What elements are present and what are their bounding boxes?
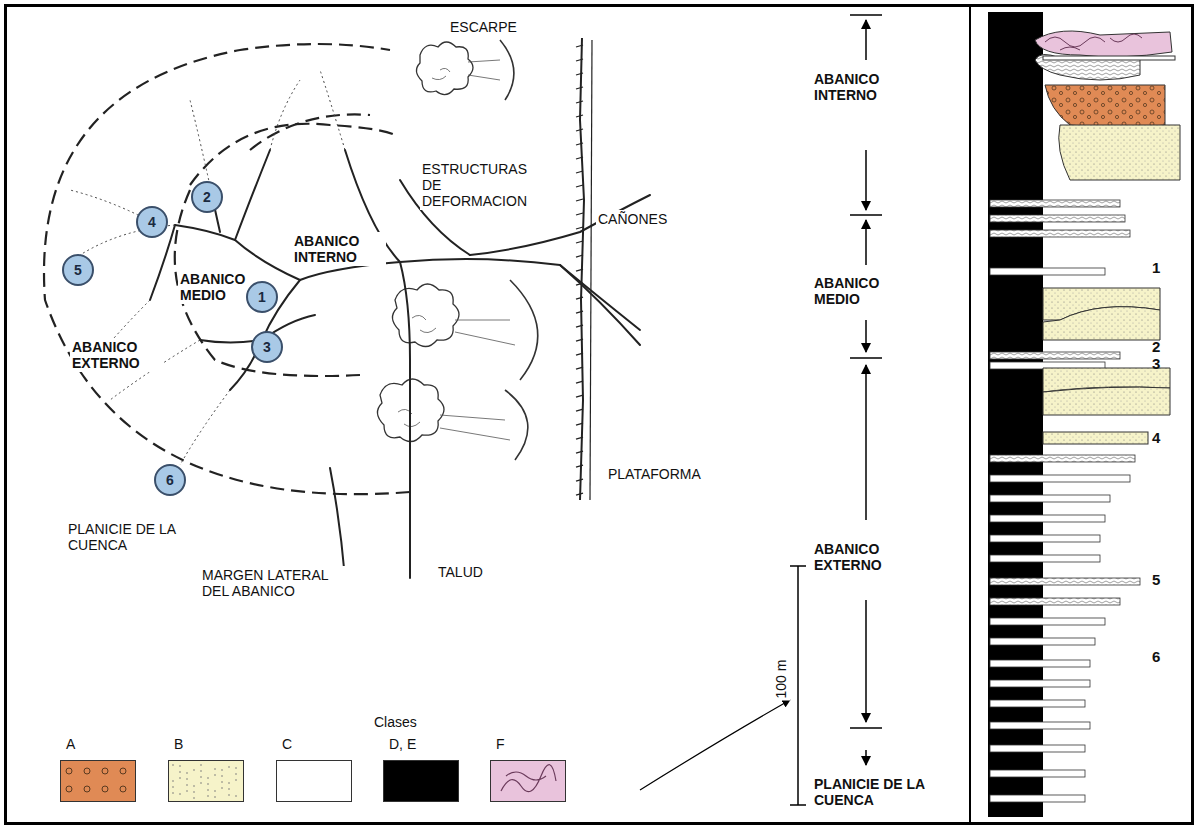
region-label: PLATAFORMA [606,465,703,483]
callout-number: 2 [203,189,211,205]
callout-number: 5 [1150,570,1162,589]
legend-swatch [168,760,244,802]
column-zone-label: ABANICO EXTERNO [812,540,906,574]
column-zone-label: PLANICIE DE LA CUENCA [812,775,936,809]
legend-swatch [490,760,566,802]
callout-number: 1 [1150,258,1162,277]
legend-label: A [64,735,77,753]
swatch-texture [61,761,135,801]
region-label: CAÑONES [596,210,669,228]
callout-number: 4 [1150,428,1162,447]
legend-title: Clases [372,713,419,731]
callout-circle: 4 [136,206,168,238]
legend-label: B [172,735,185,753]
callout-number: 6 [166,472,174,488]
legend-label: D, E [387,735,418,753]
legend-swatch [383,760,459,802]
column-zone-label: ABANICO MEDIO [812,274,906,308]
region-label: MARGEN LATERAL DEL ABANICO [200,566,354,600]
legend-swatch [276,760,352,802]
region-label: ESTRUCTURAS DE DEFORMACION [420,160,536,210]
callout-number: 2 [1150,337,1162,356]
callout-circle: 1 [246,281,278,313]
callout-circle: 6 [154,464,186,496]
region-label: TALUD [436,563,485,581]
callout-number: 5 [74,262,82,278]
legend-label: F [494,735,507,753]
legend-label: C [280,735,294,753]
scale-label: 100 m [772,658,790,701]
callout-number: 4 [148,214,156,230]
column-zone-label: ABANICO INTERNO [812,70,916,104]
swatch-texture [169,761,243,801]
region-label: ESCARPE [448,18,519,36]
legend-swatch [60,760,136,802]
callout-circle: 2 [191,181,223,213]
fan-zone-label: ABANICO INTERNO [292,232,386,266]
callout-circle: 5 [62,254,94,286]
callout-number: 6 [1150,647,1162,666]
region-label: PLANICIE DE LA CUENCA [66,520,180,554]
callout-number: 3 [1150,354,1162,373]
callout-number: 1 [258,289,266,305]
callout-number: 3 [263,339,271,355]
swatch-texture [491,761,565,801]
fan-zone-label: ABANICO EXTERNO [70,338,162,372]
callout-circle: 3 [251,331,283,363]
